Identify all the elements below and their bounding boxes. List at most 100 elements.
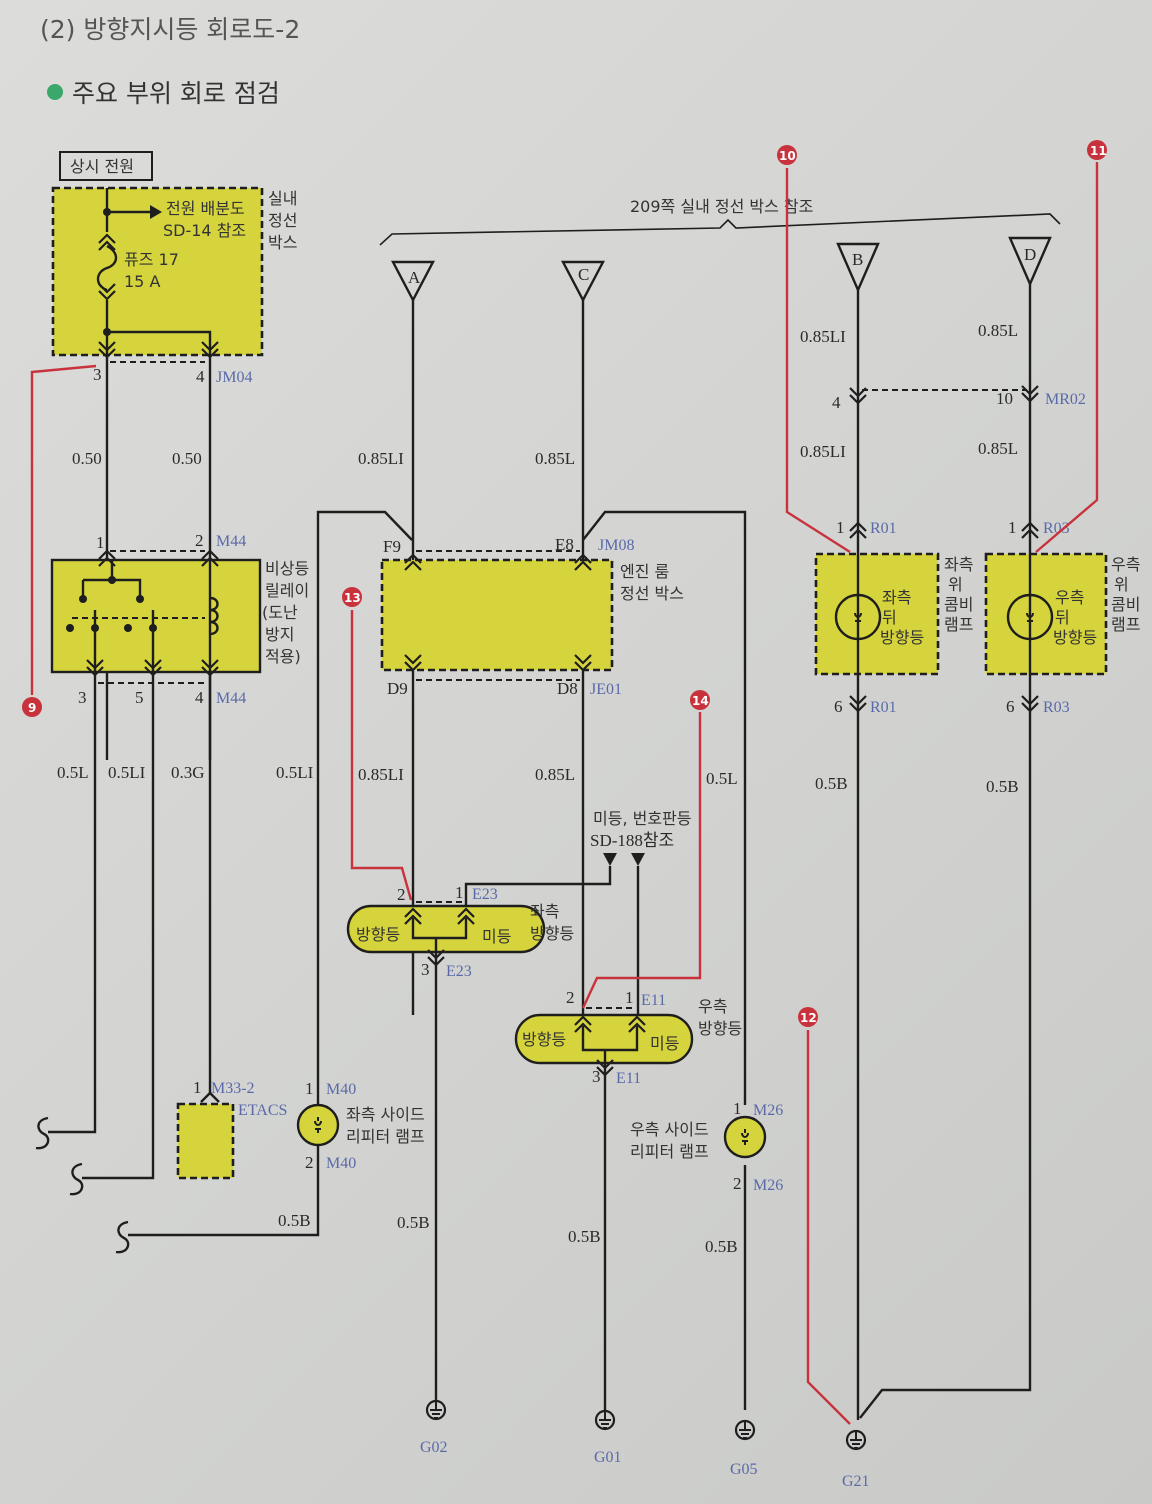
pin-label: 1 — [96, 533, 105, 552]
pin-label: 1 — [193, 1078, 202, 1097]
check-marker-14: 14 — [690, 690, 710, 710]
section-title: 주요 부위 회로 점검 — [72, 79, 280, 108]
connector-label: E23 — [446, 963, 472, 980]
connector-label: M40 — [326, 1155, 356, 1172]
power-ref: SD-14 참조 — [163, 221, 246, 240]
wire-spec: 0.85L — [535, 765, 575, 784]
left-rear-combination-lamp — [814, 552, 940, 676]
engine-box-label: 엔진 룸 — [620, 562, 669, 581]
lamp-label: 좌측 — [530, 902, 559, 921]
pin-label: 2 — [397, 885, 406, 904]
wire-spec: 0.85LI — [800, 442, 846, 461]
ground-label: G01 — [594, 1449, 622, 1466]
check-path-14 — [581, 712, 702, 1009]
combi-lamp-label: 위 — [948, 575, 963, 594]
pin-label: 4 — [832, 393, 841, 412]
ref-arrow-icon — [150, 205, 162, 219]
connector-label: R03 — [1043, 520, 1070, 537]
wire-spec: 0.5LI — [108, 763, 146, 782]
check-path-12 — [806, 1030, 851, 1425]
right-rear-combination-lamp — [984, 552, 1108, 676]
pin-label: 3 — [592, 1067, 601, 1086]
pin-label: 4 — [196, 367, 205, 386]
engine-room-junction-box — [380, 558, 614, 672]
combi-lamp-label: 우측 — [1111, 555, 1140, 574]
lamp-label: 뒤 — [1055, 608, 1070, 627]
connector-label: M44 — [216, 533, 246, 550]
tail-ref-label: SD-188참조 — [590, 831, 674, 850]
lamp-icon — [1006, 593, 1054, 641]
pin-label: 3 — [78, 688, 87, 707]
connector-label: R01 — [870, 699, 897, 716]
lamp-label: 리피터 램프 — [630, 1142, 709, 1161]
bullet-icon — [47, 84, 63, 100]
lamp-label: 우측 — [698, 997, 727, 1016]
connector-label: M26 — [753, 1177, 783, 1194]
svg-text:10: 10 — [779, 149, 796, 163]
junction-box-label: 정선 — [268, 211, 297, 230]
wire-spec: 0.5B — [568, 1227, 601, 1246]
pin-label: D8 — [557, 679, 578, 698]
wire-spec: 0.5LI — [276, 763, 314, 782]
terminal-icons — [391, 236, 1052, 303]
ground-label: G02 — [420, 1439, 448, 1456]
lamp-label: 방향등 — [880, 628, 924, 647]
relay-label: (도난 — [262, 603, 298, 622]
lamp-label: 우측 — [1055, 588, 1084, 607]
connector-label: JM04 — [216, 369, 252, 386]
relay-coil-icon — [209, 596, 219, 636]
connector-label: M33-2 — [211, 1080, 255, 1097]
wire-spec: 0.85LI — [800, 327, 846, 346]
pin-label: 1 — [625, 988, 634, 1007]
relay-label: 릴레이 — [265, 581, 309, 600]
connector-label: M26 — [753, 1102, 783, 1119]
wire-spec: 0.85L — [978, 439, 1018, 458]
pin-label: 4 — [195, 688, 204, 707]
lamp-label: 방향등 — [522, 1030, 566, 1049]
pin-label: 1 — [305, 1079, 314, 1098]
pin-label: 2 — [566, 988, 575, 1007]
wire-spec: 0.85L — [535, 449, 575, 468]
continuation-icon — [35, 1116, 84, 1196]
connector-label: R03 — [1043, 699, 1070, 716]
lamp-label: 방향등 — [530, 924, 574, 943]
pin-label: 2 — [733, 1174, 742, 1193]
left-repeater-wire — [128, 510, 413, 1237]
wire-spec: 0.5B — [815, 774, 848, 793]
wire-spec: 0.5B — [397, 1213, 430, 1232]
relay-output-wires — [48, 672, 212, 1180]
pin-label: 5 — [135, 688, 144, 707]
check-path-10 — [785, 168, 851, 554]
pin-label: 6 — [834, 697, 843, 716]
svg-text:13: 13 — [344, 591, 361, 605]
relay-label: 적용) — [265, 647, 301, 666]
lamp-label: 좌측 — [882, 588, 911, 607]
pin-label: 1 — [455, 883, 464, 902]
ground-label: G21 — [842, 1473, 870, 1490]
etacs-module — [176, 1102, 235, 1180]
terminal-D: D — [1024, 245, 1036, 264]
connector-label: JM08 — [598, 537, 634, 554]
pin-label: 1 — [1008, 518, 1017, 537]
indoor-junction-box — [51, 186, 264, 357]
svg-text:12: 12 — [800, 1011, 817, 1025]
lamp-label: 방향등 — [356, 925, 400, 944]
check-path-11 — [1035, 162, 1099, 553]
wire-spec: 0.5B — [986, 777, 1019, 796]
lamp-icon — [834, 593, 882, 641]
fuse-label: 퓨즈 17 — [124, 250, 179, 269]
connector-label: JE01 — [590, 681, 622, 698]
ref-arrow-icon — [603, 853, 645, 866]
pin-label: 3 — [421, 960, 430, 979]
power-ref: 전원 배분도 — [166, 199, 245, 218]
tail-wires — [464, 866, 640, 1015]
combi-lamp-label: 램프 — [944, 615, 973, 634]
lamp-label: 미등 — [650, 1034, 679, 1053]
combi-lamp-label: 위 — [1114, 575, 1129, 594]
junction-box-label: 실내 — [268, 189, 297, 208]
check-path-13 — [350, 610, 413, 901]
pin-label: 3 — [93, 365, 102, 384]
check-marker-12: 12 — [798, 1007, 818, 1027]
connector-label: M40 — [326, 1081, 356, 1098]
